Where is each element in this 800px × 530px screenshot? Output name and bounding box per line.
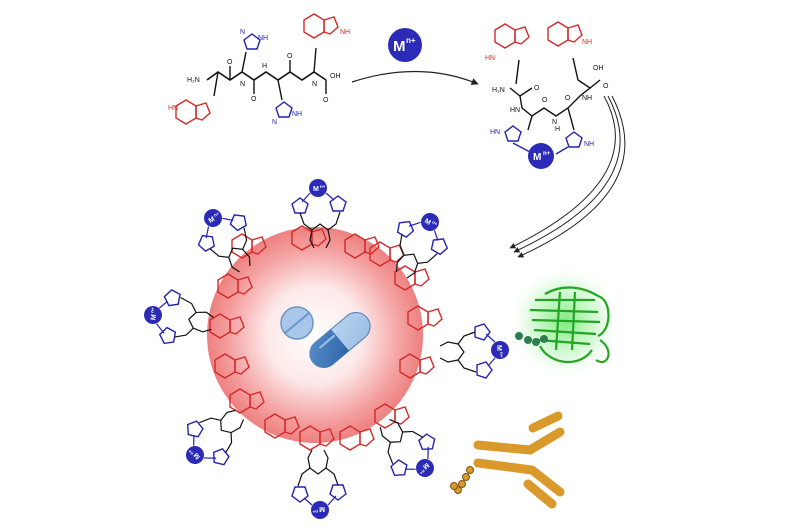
svg-text:NH: NH xyxy=(582,95,592,102)
svg-text:NH: NH xyxy=(258,35,268,42)
svg-text:n+: n+ xyxy=(543,151,551,157)
svg-text:NH: NH xyxy=(582,39,592,46)
svg-text:O: O xyxy=(603,83,609,90)
capsule-icon xyxy=(309,311,371,369)
svg-text:HN: HN xyxy=(490,129,500,136)
svg-text:NH: NH xyxy=(340,29,350,36)
svg-text:N: N xyxy=(240,29,245,36)
svg-text:n+: n+ xyxy=(406,36,416,45)
tablet-icon xyxy=(280,306,314,340)
svg-text:N: N xyxy=(312,81,317,88)
svg-text:OH: OH xyxy=(330,73,341,80)
svg-text:H₂N: H₂N xyxy=(492,87,505,94)
svg-text:O: O xyxy=(534,85,540,92)
svg-text:O: O xyxy=(251,96,257,103)
svg-text:O: O xyxy=(565,95,571,102)
svg-text:NH: NH xyxy=(292,111,302,118)
svg-text:HN: HN xyxy=(510,107,520,114)
svg-text:O: O xyxy=(323,97,329,104)
metal-peptide-complex: HN NH H₂N O HN O N H O NH OH O HN NH M n… xyxy=(485,21,609,169)
svg-text:NH: NH xyxy=(584,141,594,148)
metal-ion-reagent: M n+ xyxy=(388,28,422,62)
svg-text:HN: HN xyxy=(168,105,178,112)
assembly-arrows xyxy=(509,95,626,258)
svg-text:OH: OH xyxy=(593,65,604,72)
antibody xyxy=(450,411,565,509)
svg-text:O: O xyxy=(287,53,293,60)
svg-text:M: M xyxy=(393,38,406,55)
svg-text:N: N xyxy=(272,119,277,126)
linear-peptide-structure: H₂N O N O H O N OH O HN NH N NH N NH xyxy=(168,13,350,126)
svg-text:H₂N: H₂N xyxy=(187,77,200,84)
svg-text:H: H xyxy=(262,63,267,70)
svg-text:N: N xyxy=(552,119,557,126)
svg-text:N: N xyxy=(240,81,245,88)
svg-text:HN: HN xyxy=(485,55,495,62)
svg-text:O: O xyxy=(227,59,233,66)
svg-text:H: H xyxy=(555,126,560,133)
svg-text:O: O xyxy=(542,97,548,104)
nanoparticle xyxy=(207,227,423,443)
gfp-protein xyxy=(507,264,623,380)
reaction-arrow xyxy=(351,70,479,85)
svg-text:M: M xyxy=(533,152,541,163)
